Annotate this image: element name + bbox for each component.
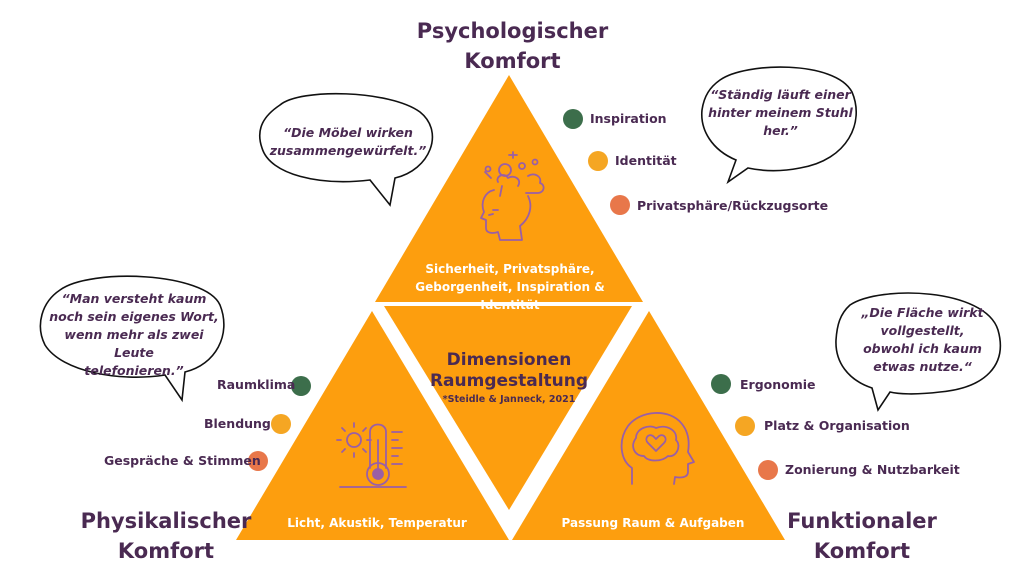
- factor-dot-platz: [735, 416, 755, 436]
- factor-dots: [248, 109, 778, 480]
- title-functional-line1: Funktionaler: [787, 509, 937, 533]
- factor-dot-inspiration: [563, 109, 583, 129]
- center-title: Dimensionen Raumgestaltung: [414, 350, 604, 392]
- factor-label-privatsphaere: Privatsphäre/Rückzugsorte: [637, 198, 829, 213]
- factor-label-identitaet: Identität: [615, 153, 677, 168]
- triangle-left-text: Licht, Akustik, Temperatur: [287, 516, 467, 530]
- quote-top-right-line3: her.”: [763, 123, 798, 138]
- triangle-right: [512, 311, 785, 540]
- head-heart-icon: [620, 412, 695, 485]
- triangle-top: [375, 75, 643, 302]
- factor-label-zonierung: Zonierung & Nutzbarkeit: [785, 462, 960, 477]
- title-physical-line1: Physikalischer: [80, 509, 252, 533]
- title-psychological-line2: Komfort: [464, 49, 561, 73]
- speech-bubble-top-right: [701, 66, 857, 185]
- title-physical-comfort: Physikalischer Komfort: [66, 506, 266, 566]
- factor-dot-gespraeche: [248, 451, 268, 471]
- quote-top-left: “Die Möbel wirken zusammengewürfelt.”: [268, 124, 428, 160]
- speech-bubble-left: [39, 275, 225, 403]
- factor-dot-identitaet: [588, 151, 608, 171]
- factor-label-blendung: Blendung: [204, 416, 271, 431]
- title-physical-line2: Komfort: [117, 539, 215, 563]
- quote-top-right-line1: “Ständig läuft einer: [710, 87, 851, 102]
- factor-dot-raumklima: [291, 376, 311, 396]
- quote-left-line1: “Man versteht kaum: [61, 291, 207, 306]
- speech-bubble-right: [835, 292, 1002, 412]
- factor-label-raumklima: Raumklima: [217, 377, 296, 392]
- quote-left: “Man versteht kaum noch sein eigenes Wor…: [44, 290, 224, 380]
- center-title-line2: Raumgestaltung: [429, 371, 589, 391]
- quote-right: „Die Fläche wirkt vollgestellt, obwohl i…: [850, 304, 995, 376]
- quote-right-line3: obwohl ich kaum: [863, 341, 982, 356]
- title-functional-line2: Komfort: [813, 539, 911, 563]
- triangle-center: [384, 306, 632, 510]
- quote-right-line2: vollgestellt,: [880, 323, 965, 338]
- triangle-top-text-line2: Geborgenheit, Inspiration & Identität: [415, 280, 605, 312]
- quote-top-right-line2: hinter meinem Stuhl: [708, 105, 853, 120]
- title-psychological-comfort: Psychologischer Komfort: [400, 16, 625, 76]
- quote-top-left-line1: “Die Möbel wirken: [283, 125, 413, 140]
- factor-dot-ergonomie: [711, 374, 731, 394]
- factor-label-inspiration: Inspiration: [590, 111, 667, 126]
- triangle-right-text: Passung Raum & Aufgaben: [561, 516, 745, 530]
- title-psychological-line1: Psychologischer: [416, 19, 609, 43]
- center-source: *Steidle & Janneck, 2021: [442, 394, 576, 405]
- factor-dot-zonierung: [758, 460, 778, 480]
- title-functional-comfort: Funktionaler Komfort: [762, 506, 962, 566]
- factor-label-ergonomie: Ergonomie: [740, 377, 816, 392]
- quote-right-line1: „Die Fläche wirkt: [861, 305, 984, 320]
- quote-left-line2: noch sein eigenes Wort,: [49, 309, 219, 324]
- quote-right-line4: etwas nutze.“: [873, 359, 972, 374]
- factor-label-platz: Platz & Organisation: [764, 418, 910, 433]
- quote-top-right: “Ständig läuft einer hinter meinem Stuhl…: [708, 86, 853, 140]
- factor-dot-blendung: [271, 414, 291, 434]
- speech-bubble-top-left: [258, 92, 434, 207]
- factor-dot-privatsphaere: [610, 195, 630, 215]
- triangle-top-text-line1: Sicherheit, Privatsphäre,: [425, 262, 595, 276]
- quote-top-left-line2: zusammengewürfelt.”: [269, 143, 427, 158]
- thermometer-sun-icon: [336, 422, 407, 488]
- triangle-top-text: Sicherheit, Privatsphäre, Geborgenheit, …: [390, 260, 630, 314]
- head-ideas-icon: [480, 151, 545, 241]
- factor-label-gespraeche: Gespräche & Stimmen: [104, 453, 261, 468]
- quote-left-line3: wenn mehr als zwei Leute: [64, 327, 204, 360]
- center-title-line1: Dimensionen: [446, 350, 572, 370]
- quote-left-line4: telefonieren.”: [84, 363, 184, 378]
